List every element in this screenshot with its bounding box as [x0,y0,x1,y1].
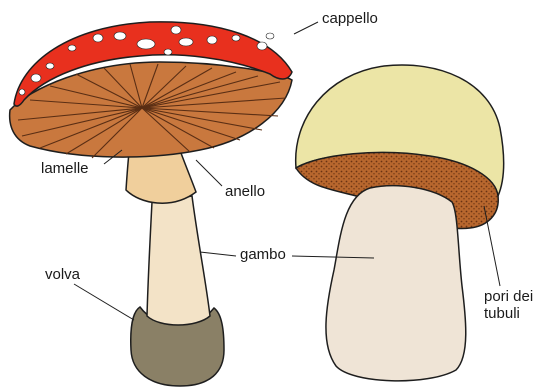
leader-volva [74,284,134,320]
label-gambo: gambo [240,246,286,263]
boletus-mushroom [296,65,504,381]
amanita-stem [147,196,210,325]
amanita-mushroom [10,22,292,386]
label-cappello: cappello [322,10,378,27]
label-lamelle: lamelle [41,160,89,177]
label-pori-line-2: tubuli [484,305,533,322]
leader-anello [196,160,222,186]
label-pori-dei-tubuli: pori dei tubuli [484,288,533,322]
label-volva: volva [45,266,80,283]
label-anello: anello [225,183,265,200]
leader-gambo-left [200,252,236,256]
boletus-stem [326,186,466,381]
label-pori-line-1: pori dei [484,288,533,305]
leader-cappello [294,22,318,34]
